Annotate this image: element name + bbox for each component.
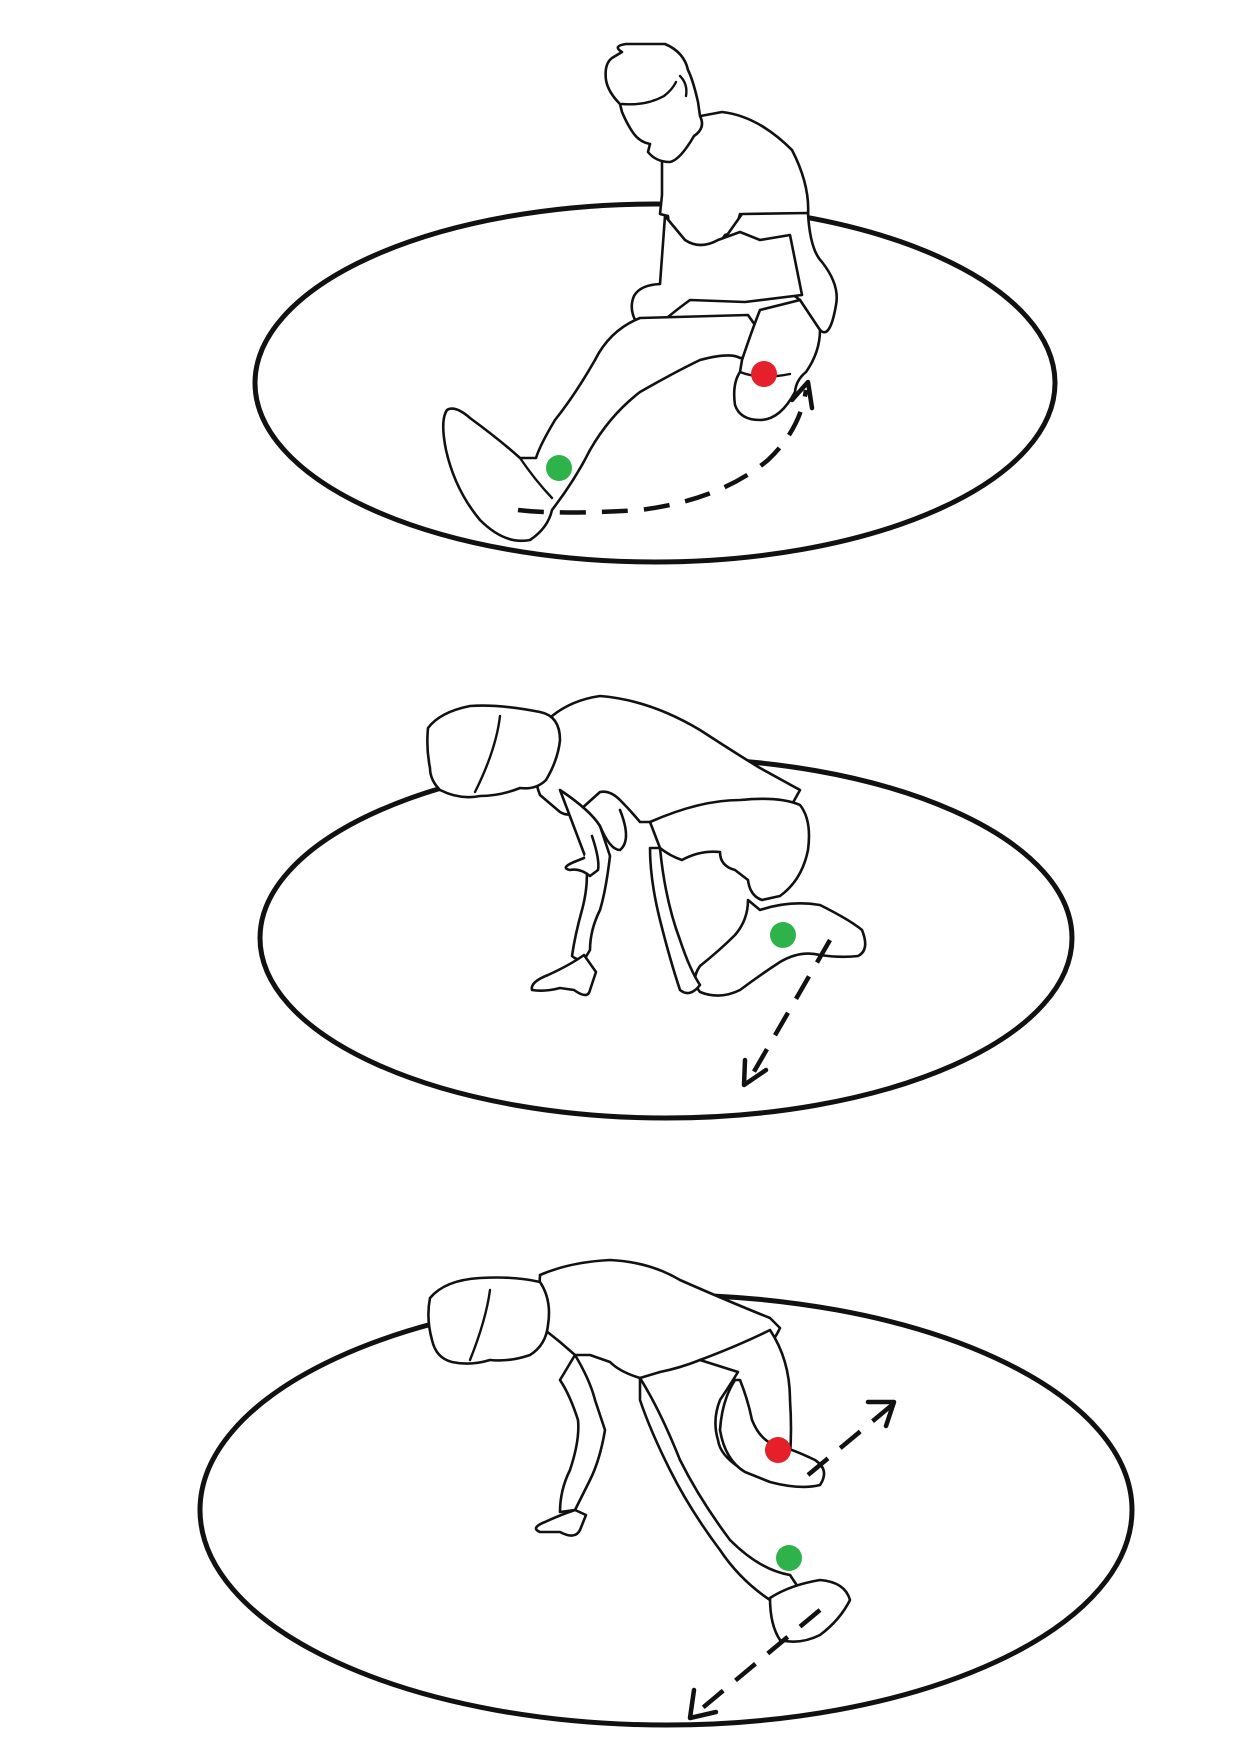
back-hand	[564, 834, 600, 878]
head	[604, 42, 704, 164]
bent-leg	[732, 298, 822, 422]
curved-dashed-arrow	[517, 379, 815, 515]
shoe	[768, 1578, 852, 1643]
figure-kneeling	[426, 694, 867, 997]
shorts	[648, 797, 811, 902]
green-marker-ankle	[776, 1545, 802, 1571]
head	[427, 1276, 551, 1365]
arm	[558, 1353, 607, 1514]
figure-lunge	[427, 1258, 852, 1643]
upper-arm-fold	[598, 808, 628, 852]
panel-1	[252, 42, 1058, 565]
hair-part	[468, 1288, 492, 1362]
panel-3	[197, 1258, 1135, 1728]
head	[426, 704, 562, 799]
green-marker-knee	[770, 922, 796, 948]
ear-line	[620, 80, 678, 106]
back-leg	[648, 846, 702, 995]
front-arm	[558, 788, 612, 962]
shin-foot	[693, 898, 867, 997]
green-marker-ankle	[546, 455, 572, 481]
figure-seated	[441, 42, 838, 543]
front-hand	[530, 953, 598, 997]
red-marker-knee	[751, 361, 777, 387]
lower-dashed-arrow	[687, 1608, 822, 1721]
upper-dashed-arrow	[806, 1399, 897, 1477]
ankle-line	[518, 456, 554, 500]
red-marker-knee	[765, 1437, 791, 1463]
hairline	[678, 74, 688, 98]
hand	[534, 1508, 588, 1537]
straight-dashed-arrow	[741, 938, 832, 1088]
extended-leg	[441, 313, 764, 543]
hair-part	[473, 714, 502, 794]
panel-2	[257, 694, 1075, 1121]
folded-shin	[718, 1378, 826, 1489]
